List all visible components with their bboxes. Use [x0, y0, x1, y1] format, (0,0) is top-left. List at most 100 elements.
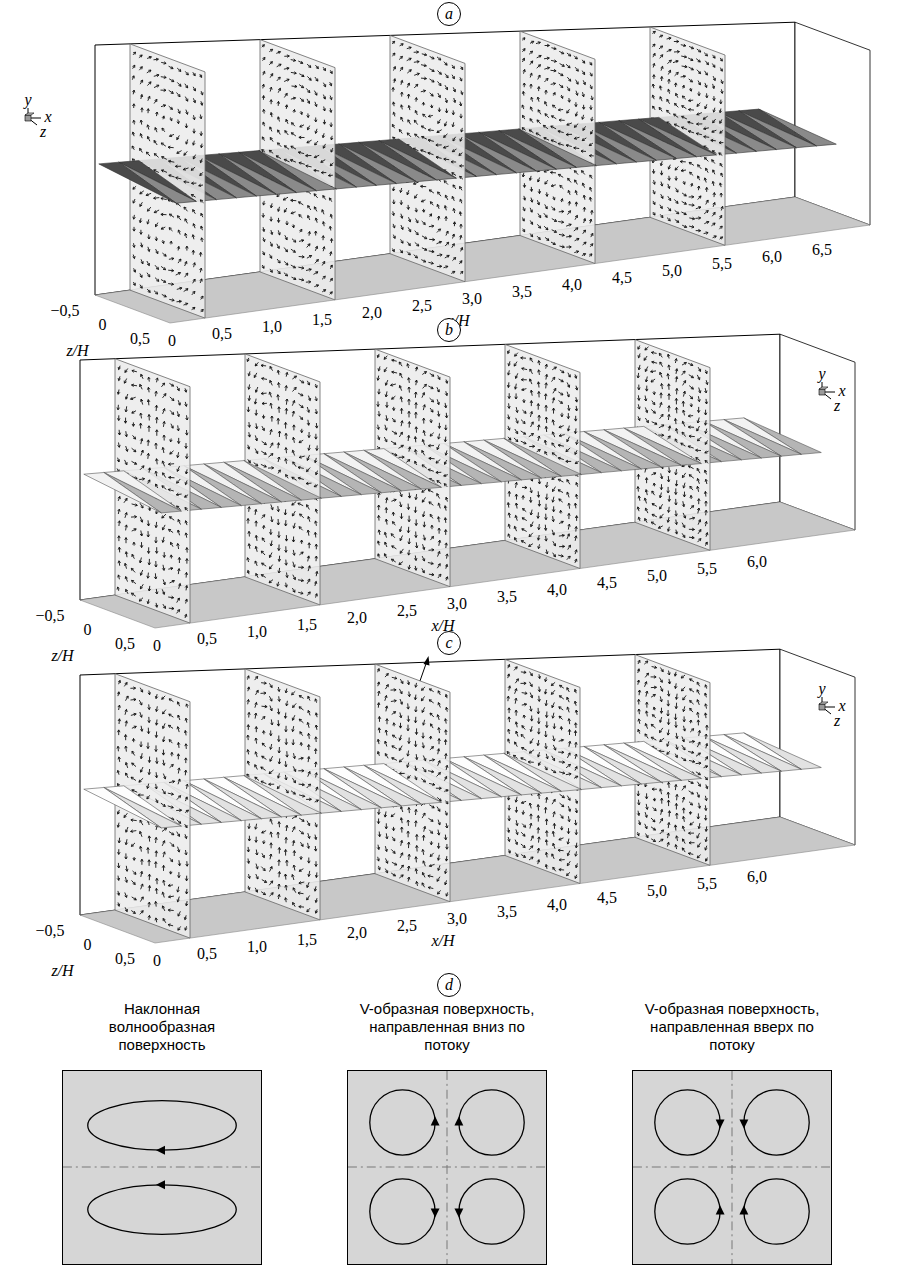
axis-letter: z [834, 712, 840, 730]
axis-title: x/H [431, 932, 454, 950]
panel-letter-circle: a [437, 2, 461, 26]
channel-floor [95, 197, 870, 323]
axis-cube [819, 702, 828, 704]
tick-label: 6,5 [812, 241, 832, 259]
vortex-loop [88, 1185, 237, 1234]
axis-cube [25, 115, 31, 121]
rotation-arrowhead [431, 1209, 440, 1218]
axis-letter: y [818, 680, 825, 698]
pattern-heading: Наклонная волнообразная поверхность [80, 1000, 245, 1054]
wavy-surface [119, 162, 197, 203]
pattern-sketch [633, 1071, 831, 1264]
panel-letter-circle: c [437, 631, 461, 655]
rotation-arrowhead [156, 1146, 165, 1155]
axis-cube [819, 704, 825, 710]
tick-label: 3,5 [497, 903, 517, 921]
tick-label: 6,0 [747, 868, 767, 886]
tick-label: 0,5 [212, 325, 232, 343]
tick-label: 2,5 [412, 297, 432, 315]
pattern-frame [632, 1070, 832, 1265]
channel-floor [80, 817, 855, 943]
panel-letter: c [438, 632, 460, 654]
wavy-surface [99, 162, 177, 203]
pattern-sketch [348, 1071, 546, 1264]
axis-letter: y [818, 365, 825, 383]
tick-label: 0,5 [197, 630, 217, 648]
tick-label: 0,5 [130, 330, 150, 348]
center-line [447, 1071, 448, 1264]
panel-letter: d [438, 974, 460, 996]
tick-label: 4,5 [597, 889, 617, 907]
vortex-loop [744, 1179, 809, 1244]
axis-letter: x [44, 108, 51, 126]
channel-floor [80, 502, 855, 628]
panel-letter-circle: b [437, 318, 461, 342]
axis-cube [819, 389, 825, 395]
wavy-surface [84, 788, 162, 828]
wavy-surface [104, 473, 182, 513]
rotation-arrowhead [454, 1117, 463, 1126]
tick-label: 5,5 [697, 875, 717, 893]
axis-cube [25, 113, 34, 115]
tick-label: 4,0 [562, 276, 582, 294]
vortex-loop [744, 1090, 809, 1155]
tick-label: 0 [168, 332, 176, 350]
vortex-loop [459, 1179, 524, 1244]
tick-label: 2,5 [397, 917, 417, 935]
vortex-loop [655, 1090, 720, 1155]
panel-letter: b [438, 319, 460, 341]
tick-label: 2,5 [397, 602, 417, 620]
tick-label: 2,0 [347, 924, 367, 942]
axis-letter: x [838, 697, 845, 715]
pattern-frame [62, 1070, 262, 1265]
center-line [732, 1071, 733, 1264]
tick-label: 3,5 [512, 283, 532, 301]
pattern-box: Наклонная волнообразная поверхность [47, 1000, 277, 1054]
tick-label: 0,5 [197, 945, 217, 963]
end-wall [780, 334, 855, 530]
tick-label: 4,5 [612, 269, 632, 287]
rotation-arrowhead [716, 1119, 725, 1128]
panel-letter: a [438, 3, 460, 25]
tick-label: 3,0 [447, 595, 467, 613]
tick-label: 3,0 [447, 910, 467, 928]
pattern-box: V-образная поверхность, направленная вни… [332, 1000, 562, 1054]
vortex-loop [370, 1179, 435, 1244]
rotation-arrowhead [431, 1117, 440, 1126]
rotation-arrowhead [739, 1206, 748, 1215]
end-wall [780, 649, 855, 845]
tick-label: 5,0 [662, 262, 682, 280]
pattern-frame [347, 1070, 547, 1265]
tick-label: 1,0 [262, 318, 282, 336]
tick-label: 5,0 [647, 567, 667, 585]
tick-label: 4,0 [547, 581, 567, 599]
vortex-loop [370, 1090, 435, 1155]
wavy-surface [104, 788, 182, 828]
vortex-loop [459, 1090, 524, 1155]
tick-label: 0 [153, 637, 161, 655]
axis-letter: z [40, 123, 46, 141]
end-wall [795, 22, 870, 225]
axis-title: z/H [66, 342, 88, 360]
tick-label: −0,5 [36, 607, 65, 625]
tick-label: 1,5 [297, 616, 317, 634]
tick-label: 5,5 [697, 560, 717, 578]
tick-label: 5,0 [647, 882, 667, 900]
axis-letter: z [834, 397, 840, 415]
pattern-sketch [63, 1071, 261, 1264]
tick-label: 0 [99, 316, 107, 334]
tick-label: 1,5 [312, 311, 332, 329]
vortex-loop [88, 1101, 237, 1150]
tick-label: 4,5 [597, 574, 617, 592]
tick-label: 6,0 [747, 553, 767, 571]
tick-label: 1,0 [247, 623, 267, 641]
rotation-arrowhead [716, 1206, 725, 1215]
center-line [63, 1167, 261, 1168]
tick-label: 6,0 [762, 248, 782, 266]
tick-label: 4,0 [547, 896, 567, 914]
axis-letter: x [838, 382, 845, 400]
pattern-heading: V-образная поверхность, направленная вни… [350, 1000, 545, 1054]
tick-label: 5,5 [712, 255, 732, 273]
tick-label: 1,0 [247, 938, 267, 956]
rotation-arrowhead [156, 1180, 165, 1189]
